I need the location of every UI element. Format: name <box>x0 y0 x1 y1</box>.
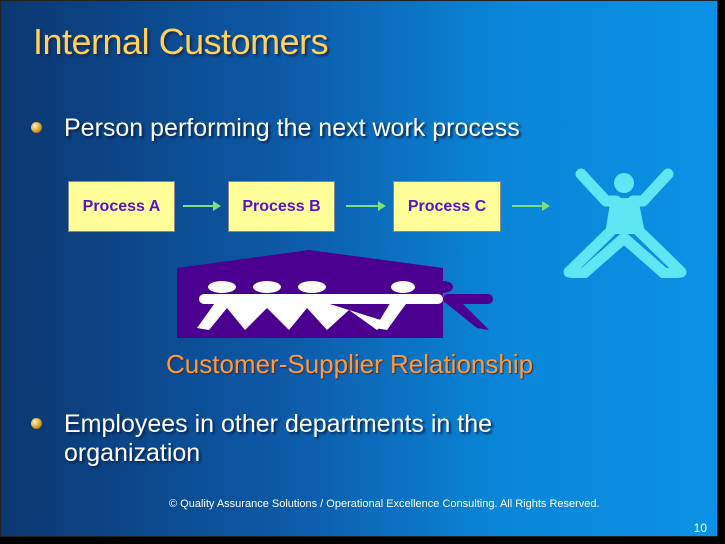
bullet-text-line-2: organization <box>64 439 201 467</box>
bullet-1: Person performing the next work process <box>31 114 520 143</box>
arrow-icon <box>512 201 550 211</box>
bullet-icon <box>31 418 42 429</box>
customer-supplier-house-icon <box>177 250 493 338</box>
process-b-box: Process B <box>228 181 335 232</box>
slide-title: Internal Customers <box>33 21 329 62</box>
arrow-icon <box>183 201 221 211</box>
bullet-icon <box>31 122 42 133</box>
bullet-2: Employees in other departments in the or… <box>31 410 493 468</box>
bullet-text-line-1: Employees in other departments in the <box>64 410 493 438</box>
arrow-icon <box>346 201 386 211</box>
customer-figure-icon <box>563 168 687 278</box>
process-c-box: Process C <box>393 181 501 232</box>
bullet-text: Person performing the next work process <box>64 114 520 142</box>
relationship-label: Customer-Supplier Relationship <box>166 349 534 379</box>
slide: Internal Customers Person performing the… <box>0 0 718 537</box>
page-number: 10 <box>693 521 707 535</box>
process-a-box: Process A <box>68 181 175 232</box>
copyright-footer: © Quality Assurance Solutions / Operatio… <box>169 498 600 510</box>
